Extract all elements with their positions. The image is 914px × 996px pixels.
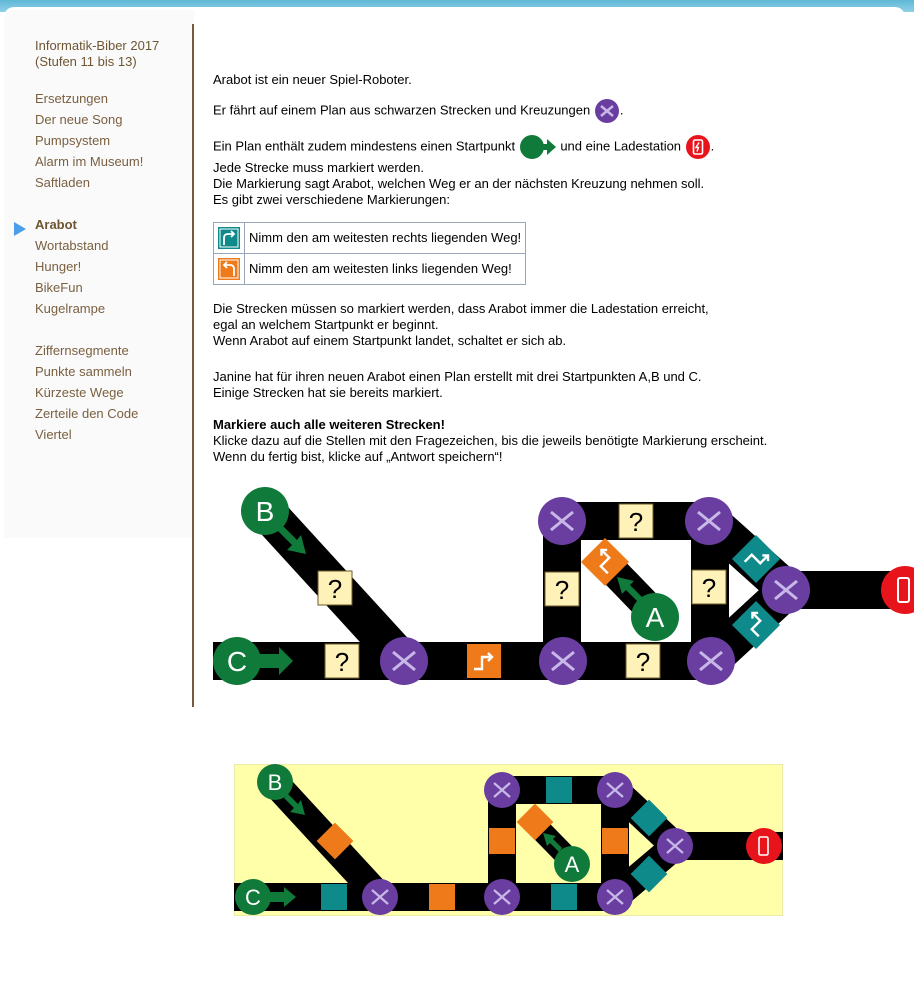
question-marker[interactable]: ? — [324, 643, 360, 679]
preview-marker-orange — [316, 822, 354, 860]
nav-item-zerteile-den-code[interactable]: Zerteile den Code — [35, 406, 139, 421]
svg-text:A: A — [646, 602, 665, 633]
marker-row-right: Nimm den am weitesten rechts liegenden W… — [213, 222, 527, 254]
turn-left-marker-icon — [218, 258, 240, 280]
preview-marker-teal — [321, 884, 347, 910]
nav-item-punkte-sammeln[interactable]: Punkte sammeln — [35, 364, 132, 379]
startpoint-icon — [519, 135, 556, 159]
junction — [536, 495, 588, 547]
svg-text:A: A — [565, 852, 580, 877]
svg-text:B: B — [268, 770, 283, 795]
question-marker[interactable]: ? — [317, 570, 353, 606]
nav-item-kugelrampe[interactable]: Kugelrampe — [35, 301, 106, 316]
svg-text:?: ? — [702, 573, 716, 603]
plan-text: Er fährt auf einem Plan aus schwarzen St… — [213, 98, 893, 124]
svg-text:?: ? — [328, 574, 342, 604]
nav-item-kuerzeste-wege[interactable]: Kürzeste Wege — [35, 385, 124, 400]
nav-item-viertel[interactable]: Viertel — [35, 427, 72, 442]
task-content: Arabot ist ein neuer Spiel-Roboter. Er f… — [213, 72, 893, 465]
marker-orange-fixed — [580, 537, 630, 587]
nav-item-wortabstand[interactable]: Wortabstand — [35, 238, 109, 253]
nav-item-arabot[interactable]: Arabot — [35, 217, 77, 232]
active-item-arrow-icon — [14, 222, 26, 236]
preview-start-c: C — [235, 879, 296, 915]
preview-marker-orange — [602, 828, 628, 854]
sidebar-divider — [192, 24, 194, 707]
question-marker[interactable]: ? — [691, 569, 727, 605]
charging-station-icon — [685, 135, 710, 159]
contest-title: Informatik-Biber 2017 (Stufen 11 bis 13) — [35, 38, 160, 69]
preview-marker-teal — [551, 884, 577, 910]
nav-item-ziffernsegmente[interactable]: Ziffernsegmente — [35, 343, 129, 358]
question-marker[interactable]: ? — [618, 503, 654, 539]
nav-item-saftladen[interactable]: Saftladen — [35, 175, 90, 190]
nav-item-alarm-im-museum[interactable]: Alarm im Museum! — [35, 154, 144, 169]
preview-charging-station — [746, 828, 782, 864]
marker-teal-fixed — [731, 600, 781, 650]
question-marker[interactable]: ? — [544, 571, 580, 607]
nav-item-ersetzungen[interactable]: Ersetzungen — [35, 91, 108, 106]
junction — [685, 635, 737, 687]
start-c: C — [213, 637, 293, 685]
junction — [683, 495, 735, 547]
nav-item-hunger[interactable]: Hunger! — [35, 259, 82, 274]
preview-marker-orange — [489, 828, 515, 854]
preview-marker-teal — [546, 777, 572, 803]
puzzle-board: C B A ? ? ? ? ? ? — [213, 487, 914, 687]
question-marker[interactable]: ? — [625, 643, 661, 679]
preview-start-a: A — [543, 833, 590, 882]
svg-text:?: ? — [636, 647, 650, 677]
marker-teal-fixed — [731, 534, 781, 584]
svg-text:C: C — [245, 885, 261, 910]
svg-text:?: ? — [629, 507, 643, 537]
nav-group-1: Ersetzungen Der neue Song Pumpsystem Ala… — [35, 88, 195, 193]
junction — [537, 635, 589, 687]
turn-right-marker-icon — [218, 227, 240, 249]
preview-start-b: B — [257, 764, 305, 815]
junction-icon — [594, 99, 619, 123]
sidebar-background — [4, 10, 194, 538]
svg-text:B: B — [256, 496, 275, 527]
charging-station — [881, 566, 914, 614]
junction — [760, 564, 812, 616]
marker-legend-table: Nimm den am weitesten rechts liegenden W… — [213, 222, 527, 285]
nav-group-3: Ziffernsegmente Punkte sammeln Kürzeste … — [35, 340, 195, 445]
nav-item-pumpsystem[interactable]: Pumpsystem — [35, 133, 111, 148]
nav-group-2: Arabot Wortabstand Hunger! BikeFun Kugel… — [35, 214, 195, 319]
svg-text:C: C — [227, 646, 247, 677]
sidebar-nav: Informatik-Biber 2017 (Stufen 11 bis 13)… — [35, 38, 195, 466]
nav-item-der-neue-song[interactable]: Der neue Song — [35, 112, 123, 127]
intro-text: Arabot ist ein neuer Spiel-Roboter. — [213, 72, 412, 87]
svg-text:?: ? — [555, 575, 569, 605]
preview-marker-teal — [630, 799, 668, 837]
svg-text:?: ? — [335, 647, 349, 677]
preview-marker-teal — [630, 855, 668, 893]
preview-marker-orange — [429, 884, 455, 910]
marker-row-left: Nimm den am weitesten links liegenden We… — [213, 253, 527, 285]
solution-preview: C B A — [234, 764, 783, 916]
start-b: B — [241, 487, 306, 554]
preview-markers — [316, 777, 668, 910]
startpoint-text: Ein Plan enthält zudem mindestens einen … — [213, 134, 893, 160]
preview-marker-orange — [516, 803, 554, 841]
start-a: A — [617, 577, 679, 641]
task-instruction: Markiere auch alle weiteren Strecken! — [213, 417, 445, 432]
junction — [378, 635, 430, 687]
marker-orange-fixed — [467, 644, 501, 678]
nav-item-bikefun[interactable]: BikeFun — [35, 280, 83, 295]
